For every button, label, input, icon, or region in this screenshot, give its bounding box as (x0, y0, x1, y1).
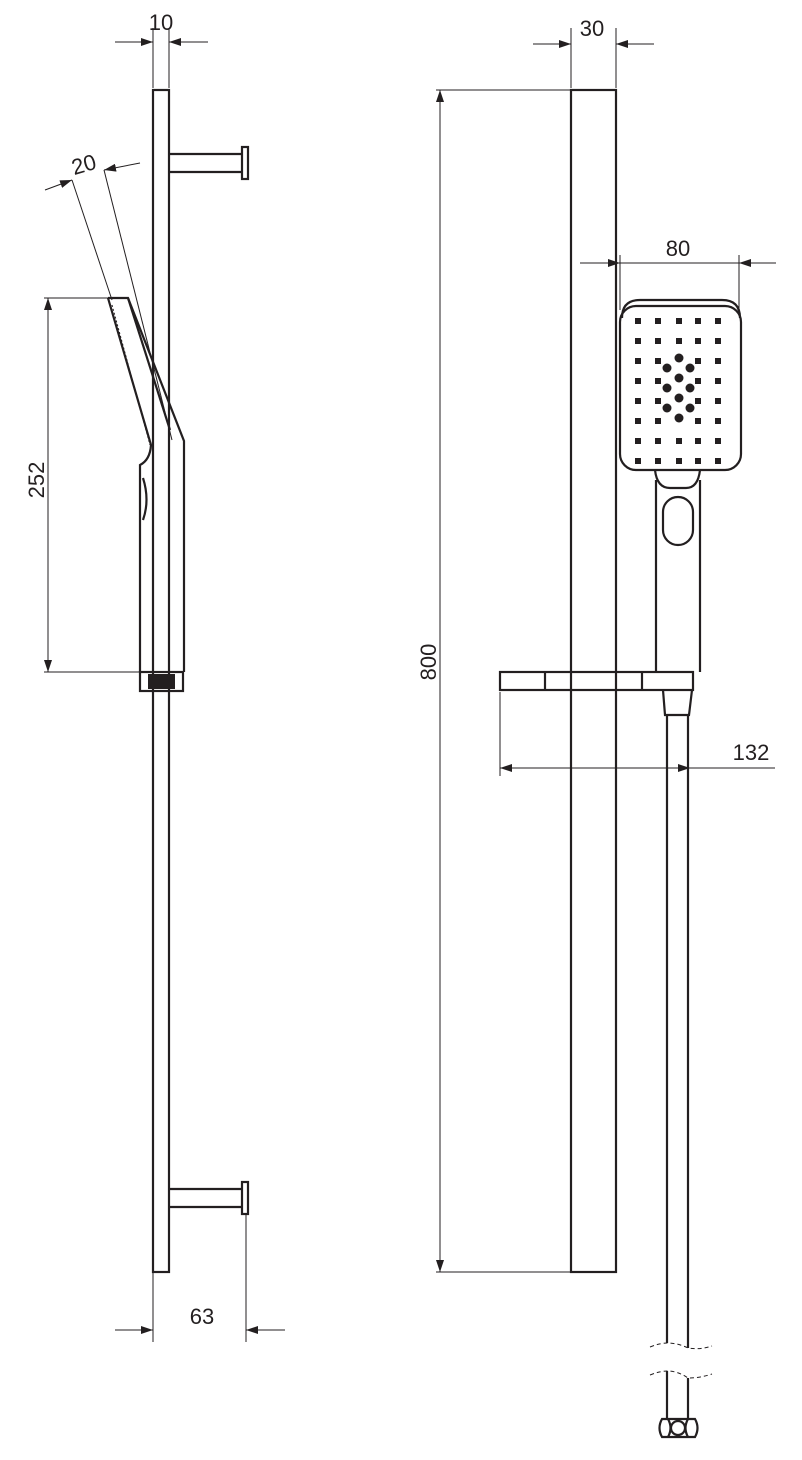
dimension-80: 80 (580, 236, 776, 310)
hose (649, 715, 713, 1439)
nozzle-square (635, 338, 641, 344)
dim-label-252: 252 (24, 462, 49, 499)
hose-nut (658, 1417, 699, 1439)
nozzle-square (695, 458, 701, 464)
rail-front (569, 88, 618, 1274)
spray-button (661, 495, 695, 547)
nozzle-square (655, 458, 661, 464)
nozzle-round (685, 363, 695, 373)
dim-label-800: 800 (416, 644, 441, 681)
nozzle-square (695, 438, 701, 444)
nozzle-square (695, 338, 701, 344)
nozzle-square (635, 318, 641, 324)
front-view: 30 800 80 132 (416, 16, 776, 1439)
nozzle-square (655, 438, 661, 444)
nozzle-square (655, 318, 661, 324)
nozzle-square (676, 438, 682, 444)
nozzle-square (676, 338, 682, 344)
nozzle-round (674, 353, 684, 363)
nozzle-square (676, 318, 682, 324)
dimension-30: 30 (533, 16, 654, 88)
nozzle-square (715, 438, 721, 444)
nozzle-round (662, 403, 672, 413)
nozzle-square (715, 418, 721, 424)
slide-holder (498, 670, 695, 717)
nozzle-round (674, 413, 684, 423)
nozzle-square (655, 378, 661, 384)
nozzle-square (695, 358, 701, 364)
wall-bracket-bottom (169, 1180, 250, 1216)
nozzle-square (715, 358, 721, 364)
nozzle-round (662, 363, 672, 373)
dimension-132: 132 (499, 692, 775, 776)
nozzle-round (662, 383, 672, 393)
nozzle-square (715, 338, 721, 344)
dim-label-10: 10 (149, 10, 173, 35)
dimension-252: 252 (24, 297, 140, 673)
nozzle-square (635, 358, 641, 364)
dim-label-80: 80 (666, 236, 690, 261)
dimension-800: 800 (416, 89, 571, 1273)
nozzle-square (676, 458, 682, 464)
nozzle-square (635, 458, 641, 464)
dimension-63: 63 (115, 1215, 285, 1342)
nozzle-square (635, 398, 641, 404)
nozzle-square (715, 318, 721, 324)
dimension-10: 10 (115, 10, 208, 88)
dim-label-20: 20 (69, 149, 99, 180)
dim-label-132: 132 (733, 740, 770, 765)
nozzle-round (685, 403, 695, 413)
nozzle-round (674, 393, 684, 403)
nozzle-square (695, 418, 701, 424)
nozzle-square (715, 398, 721, 404)
wall-bracket-top (169, 145, 250, 181)
nozzle-square (695, 378, 701, 384)
shower-head-front (618, 298, 743, 672)
handset-side (106, 296, 186, 693)
nozzle-square (635, 438, 641, 444)
nozzle-square (695, 318, 701, 324)
nozzle-square (695, 398, 701, 404)
nozzle-square (715, 378, 721, 384)
nozzle-pattern (635, 318, 721, 464)
nozzle-square (635, 378, 641, 384)
nozzle-square (655, 418, 661, 424)
nozzle-square (715, 458, 721, 464)
dim-label-30: 30 (580, 16, 604, 41)
nozzle-square (655, 338, 661, 344)
dim-label-63: 63 (190, 1304, 214, 1329)
nozzle-round (674, 373, 684, 383)
nozzle-square (655, 398, 661, 404)
nozzle-square (635, 418, 641, 424)
nozzle-square (655, 358, 661, 364)
nozzle-round (685, 383, 695, 393)
dimension-20: 20 (44, 149, 173, 441)
side-view: 10 20 252 63 (24, 10, 285, 1342)
